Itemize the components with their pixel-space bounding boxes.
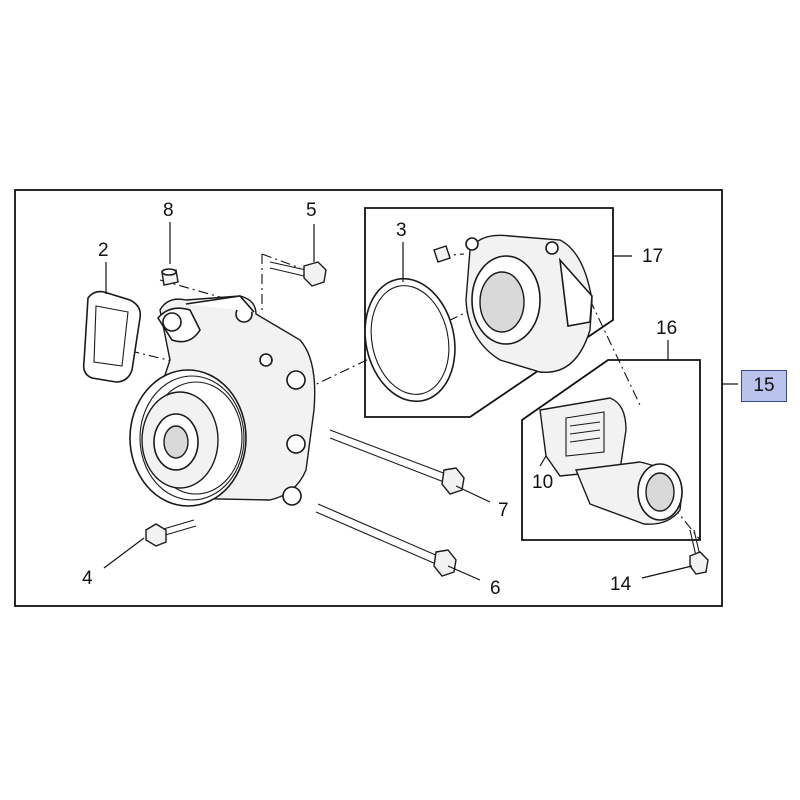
thermostat-part-10 — [539, 397, 627, 477]
centerline-5 — [261, 253, 301, 310]
callout-4: 4 — [82, 568, 93, 589]
centerline-thermostat — [589, 299, 641, 406]
callout-16: 16 — [656, 318, 677, 339]
callout-3: 3 — [396, 220, 407, 241]
subassembly-16-frame — [521, 359, 701, 541]
bolt-part-5 — [269, 261, 327, 287]
leader-14 — [641, 565, 693, 579]
plug — [433, 245, 451, 263]
leader-6 — [447, 565, 481, 581]
assembly-frame — [14, 189, 723, 607]
callout-7: 7 — [498, 500, 509, 521]
centerline-8 — [159, 279, 249, 306]
leader-7 — [455, 485, 491, 503]
thermostat-outlet — [575, 461, 683, 525]
bolt-part-7 — [329, 429, 465, 495]
leader-4 — [103, 537, 145, 569]
callout-5: 5 — [306, 200, 317, 221]
callout-6: 6 — [490, 578, 501, 599]
bolt-part-14 — [689, 529, 709, 575]
bolt-part-6 — [315, 503, 457, 577]
oring-part-3 — [364, 277, 456, 403]
callout-8: 8 — [163, 200, 174, 221]
callout-10: 10 — [532, 472, 553, 493]
bolt-part-4 — [145, 519, 197, 547]
sleeve-part-8 — [161, 268, 179, 286]
callout-14: 14 — [610, 574, 632, 595]
leader-10 — [539, 455, 547, 467]
housing-cover-part-17 — [465, 234, 593, 373]
water-pump — [129, 295, 316, 507]
callout-17: 17 — [642, 246, 663, 267]
gasket-part-2 — [82, 290, 142, 383]
callout-15-highlighted[interactable]: 15 — [741, 370, 787, 402]
callout-2: 2 — [98, 240, 109, 261]
